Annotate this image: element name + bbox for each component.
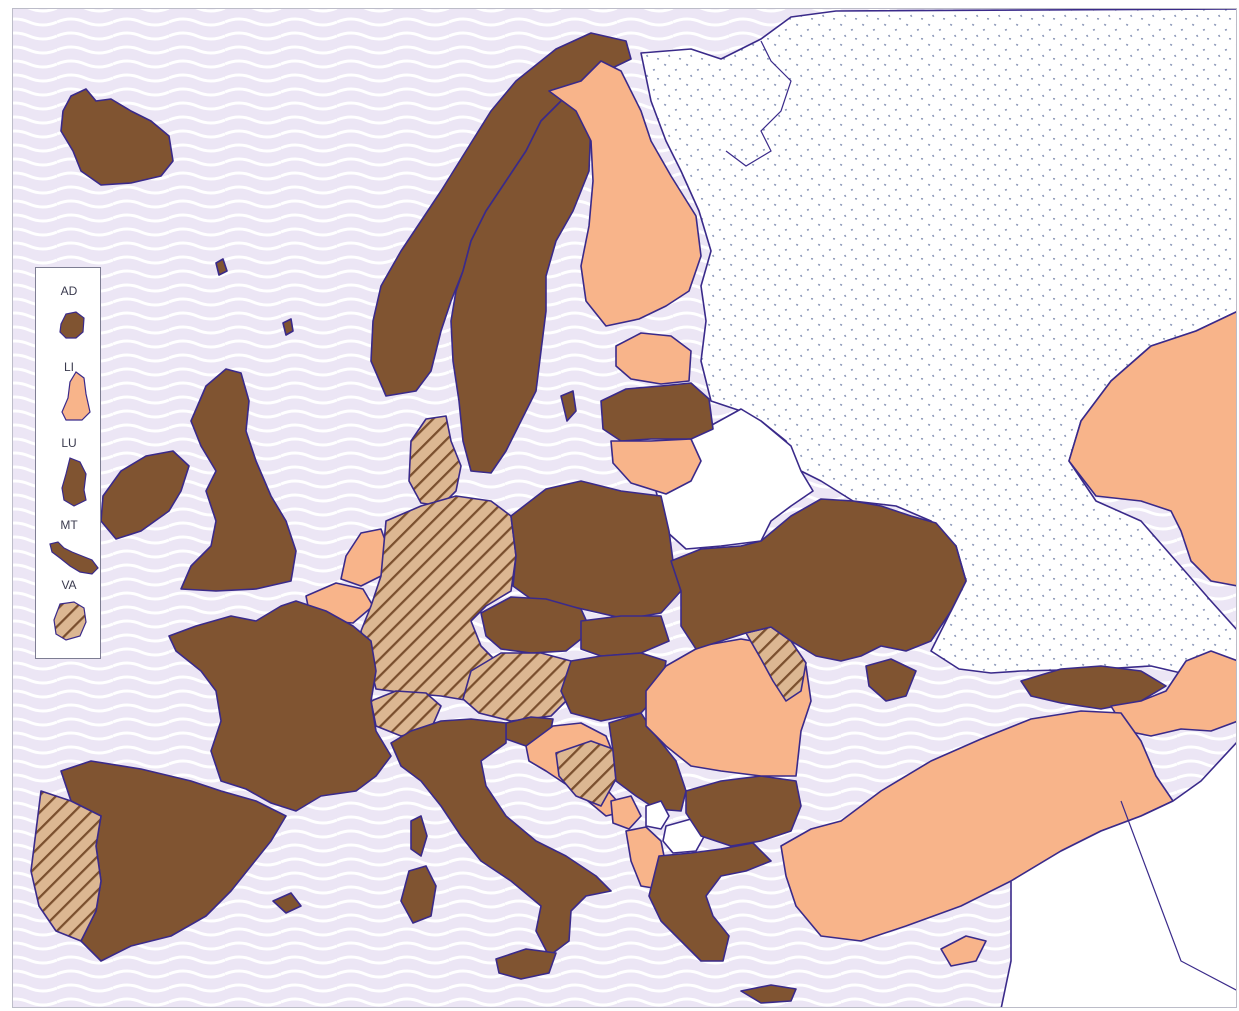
lithuania [610,438,702,495]
latvia [600,382,714,442]
poland [510,480,682,620]
white-sea-line [725,40,792,167]
sicily [495,948,557,980]
legend-swatch-mt [49,541,99,575]
montenegro [610,795,642,830]
legend-swatch-li [61,371,91,421]
legend-swatch-lu [61,457,87,507]
ireland [100,450,190,540]
czechia [480,596,592,654]
greece [648,842,772,962]
legend-swatch-va [53,601,87,641]
cyprus [940,935,987,967]
malta-island [740,984,797,1004]
georgia [1020,665,1167,710]
bosnia [555,740,617,807]
finland [548,60,702,327]
map-frame: AD LI LU MT VA [12,8,1237,1008]
corsica [410,815,428,857]
gotland [560,390,577,422]
middle-east-border [1120,800,1236,991]
europe-map [13,9,1236,1007]
legend-code-mt: MT [60,518,78,532]
legend-code-va: VA [61,578,77,592]
ukraine [670,498,967,662]
legend: AD LI LU MT VA [35,267,101,659]
switzerland [370,690,442,737]
legend-code-lu: LU [61,436,77,450]
france [168,600,392,812]
legend-swatch-ad [59,311,85,339]
bulgaria [685,775,802,847]
italy [390,718,612,957]
legend-code-ad: AD [60,284,78,298]
slovakia [580,615,670,657]
austria [462,652,577,722]
iceland [60,88,174,186]
great-britain [180,368,297,592]
portugal [30,790,102,942]
sardinia [400,865,437,924]
middle-east [1000,741,1236,1007]
estonia [615,332,692,385]
kosovo [645,800,670,830]
crimea [865,658,917,702]
faroe-islands [215,258,228,276]
legend-code-li: LI [63,360,74,374]
sweden [450,90,592,474]
belarus [655,408,814,550]
caucasus-south [1110,650,1236,737]
denmark [408,415,462,507]
balearic-islands [272,892,302,914]
shetland-islands [282,318,294,336]
kazakhstan [1068,311,1236,587]
